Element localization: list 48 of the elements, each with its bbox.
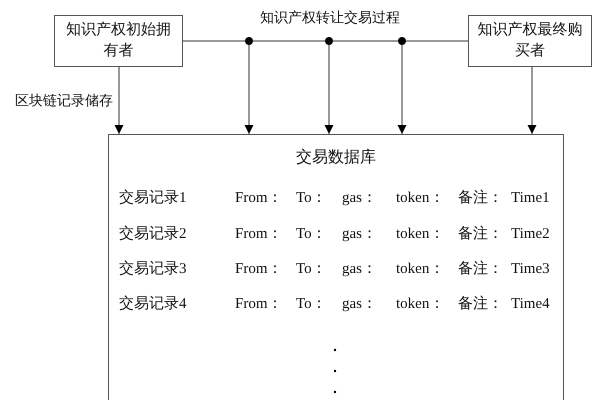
connector-line xyxy=(406,40,468,42)
record-field: From： xyxy=(235,295,283,313)
record-name: 交易记录4 xyxy=(119,295,186,313)
record-field: gas： xyxy=(342,260,377,278)
record-field: From： xyxy=(235,260,283,278)
box-label: 知识产权初始拥有者 xyxy=(65,20,172,61)
record-field: Time4 xyxy=(511,295,550,313)
process-box xyxy=(468,15,592,67)
arrow xyxy=(324,44,334,134)
arrow xyxy=(244,44,254,134)
record-field: 备注： xyxy=(458,295,503,313)
record-field: token： xyxy=(396,260,444,278)
database-box xyxy=(108,134,564,400)
connector-line xyxy=(252,40,326,42)
record-field: From： xyxy=(235,189,283,207)
arrow xyxy=(528,66,536,134)
record-field: From： xyxy=(235,225,283,243)
record-field: Time2 xyxy=(511,225,550,243)
record-field: To： xyxy=(296,225,327,243)
process-label: 知识产权转让交易过程 xyxy=(260,9,400,27)
record-field: Time3 xyxy=(511,260,550,278)
record-name: 交易记录2 xyxy=(119,225,186,243)
record-field: 备注： xyxy=(458,260,503,278)
junction-dot xyxy=(325,37,333,45)
arrow xyxy=(398,44,406,134)
record-field: To： xyxy=(296,189,327,207)
record-field: token： xyxy=(396,295,444,313)
record-name: 交易记录3 xyxy=(119,260,186,278)
edge-label: 区块链记录储存 xyxy=(15,92,113,110)
connector-line xyxy=(332,40,398,42)
record-field: gas： xyxy=(342,189,377,207)
record-field: token： xyxy=(396,225,444,243)
record-field: 备注： xyxy=(458,225,503,243)
junction-dot xyxy=(245,37,253,45)
process-box xyxy=(54,15,183,67)
database-title: 交易数据库 xyxy=(295,148,377,168)
record-field: Time1 xyxy=(511,189,550,207)
box-label: 知识产权最终购买者 xyxy=(476,20,584,61)
record-field: To： xyxy=(296,260,327,278)
arrow xyxy=(114,66,124,134)
record-field: gas： xyxy=(342,225,377,243)
record-field: To： xyxy=(296,295,327,313)
connector-line xyxy=(182,40,246,42)
junction-dot xyxy=(398,37,406,45)
record-field: 备注： xyxy=(458,189,503,207)
record-field: gas： xyxy=(342,295,377,313)
record-field: token： xyxy=(396,189,444,207)
record-name: 交易记录1 xyxy=(119,189,186,207)
